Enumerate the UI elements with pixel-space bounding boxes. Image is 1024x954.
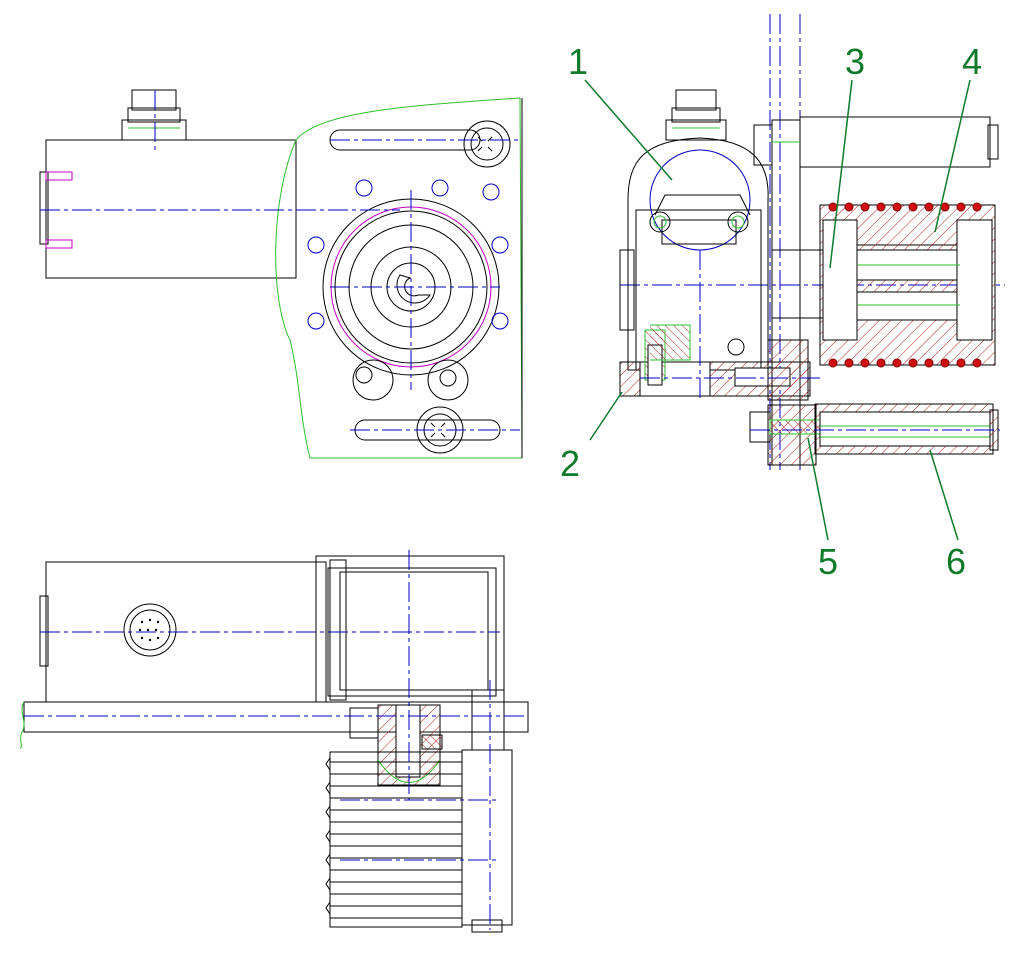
- connector-side: [665, 89, 727, 141]
- callout-4: 4: [962, 41, 982, 82]
- slot-bottom: [354, 419, 501, 441]
- side-view: [619, 14, 1005, 470]
- callout-1: 1: [568, 41, 588, 82]
- motor-end-cap: [39, 171, 49, 245]
- gear-circle: [649, 149, 751, 251]
- tube-6: [814, 403, 999, 455]
- top-view: [19, 550, 529, 933]
- fin-block: [329, 751, 463, 928]
- callout-leaders: [584, 79, 971, 541]
- lower-bolts: [352, 359, 469, 401]
- top-stud: [753, 116, 999, 168]
- slot-bolt-top: [463, 120, 511, 168]
- connector-face: [123, 603, 177, 657]
- callout-3: 3: [845, 41, 865, 82]
- callout-2: 2: [560, 443, 580, 484]
- mounting-holes: [307, 179, 509, 387]
- centerlines-front: [40, 90, 520, 431]
- front-view: [39, 89, 523, 459]
- roller-dots: [828, 202, 982, 368]
- gearbox-top: [315, 555, 505, 703]
- callout-labels: 1 2 3 4 5 6: [560, 41, 982, 582]
- flange-outline: [275, 97, 523, 459]
- fin-nubs: [325, 757, 331, 915]
- connector-top: [121, 89, 187, 141]
- callout-6: 6: [946, 541, 966, 582]
- slot-top: [329, 129, 481, 151]
- callout-5: 5: [818, 541, 838, 582]
- motor-body: [45, 139, 297, 279]
- base-plate: [23, 701, 529, 733]
- end-cap-bolts: [45, 171, 73, 249]
- gearbox-body: [627, 137, 769, 371]
